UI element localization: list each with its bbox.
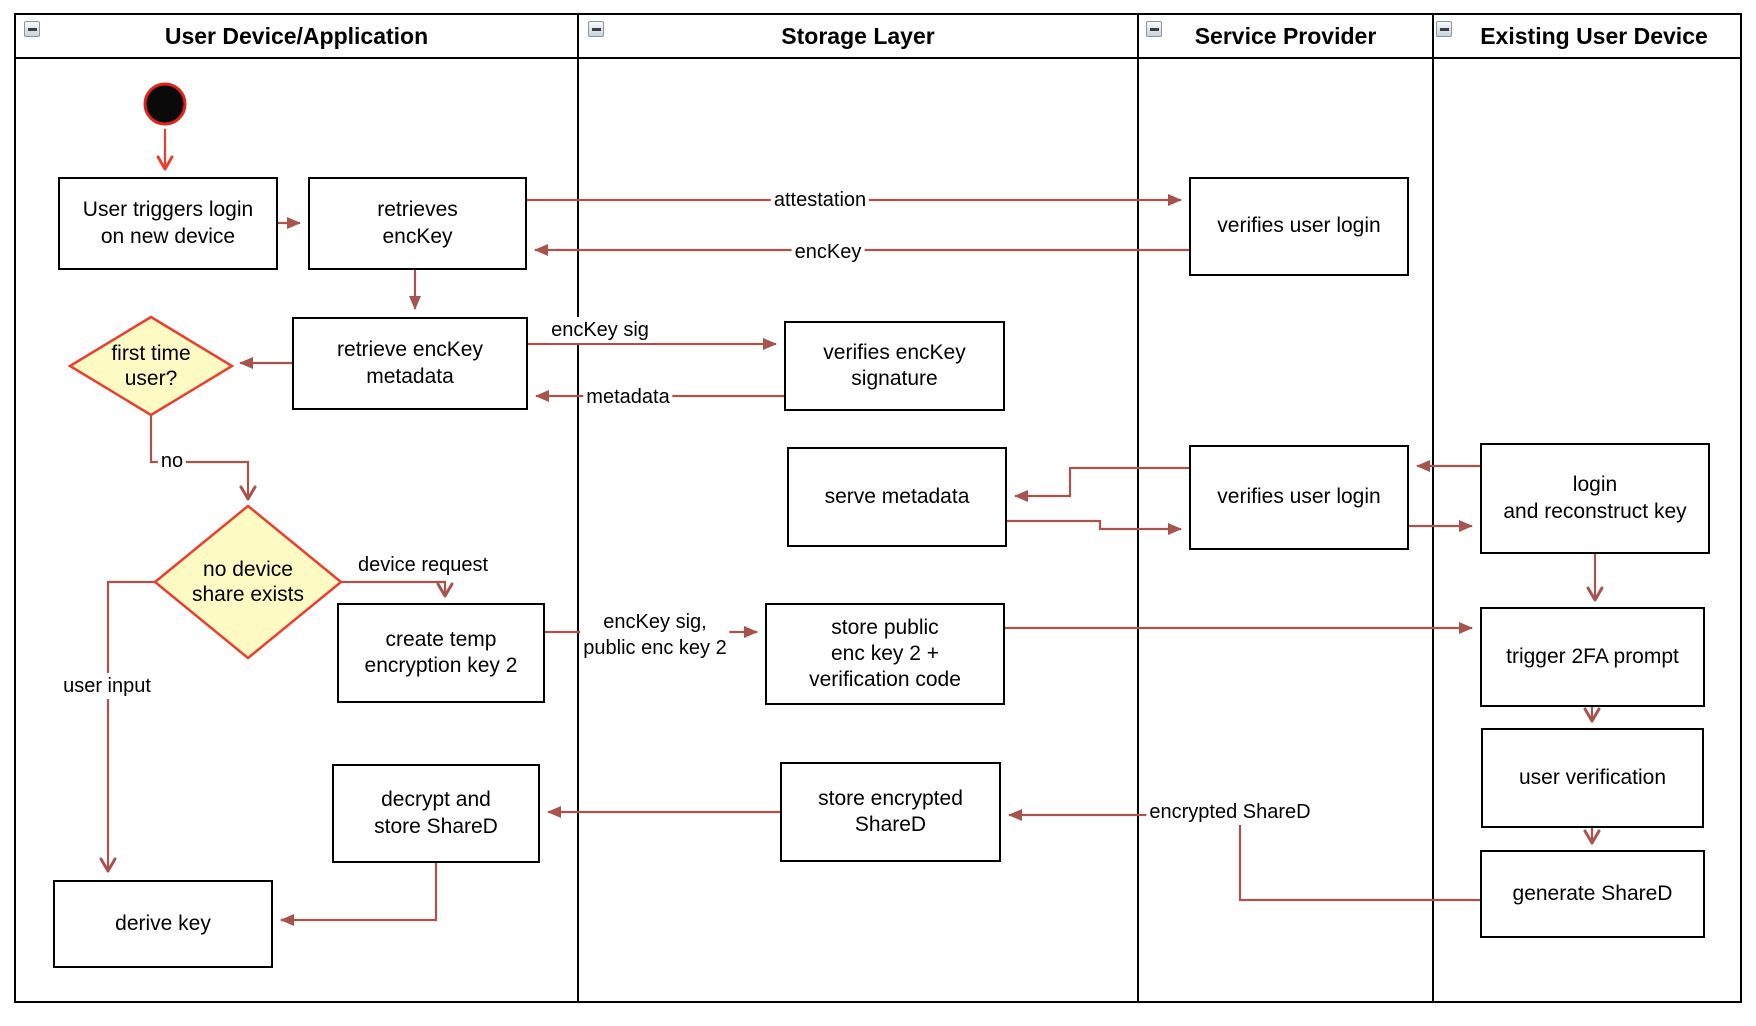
lane-header-service-provider[interactable]: Service Provider <box>1194 22 1377 49</box>
edge-label-attestation: attestation <box>770 187 870 213</box>
decision-no-device-share-label: no device share exists <box>191 557 305 606</box>
node-store-encrypted-shared[interactable]: store encrypted ShareD <box>780 762 1001 862</box>
node-derive-key[interactable]: derive key <box>53 880 273 968</box>
edge-device-request <box>341 580 454 598</box>
collapse-icon[interactable] <box>1436 21 1452 37</box>
node-generate-shared[interactable]: generate ShareD <box>1480 850 1705 938</box>
edge-user-input <box>99 580 155 873</box>
edge-label-enckey-sig-public-key2: encKey sig, public enc key 2 <box>580 609 730 661</box>
swimlane-frame <box>14 13 1742 1003</box>
edge-label-enckey: encKey <box>791 239 865 265</box>
node-retrieve-enckey-metadata[interactable]: retrieve encKey metadata <box>292 317 528 410</box>
node-decrypt-store-shared[interactable]: decrypt and store ShareD <box>332 764 540 863</box>
edge-encrypted-shared <box>1008 809 1480 902</box>
node-trigger-2fa-prompt[interactable]: trigger 2FA prompt <box>1480 607 1705 707</box>
node-create-temp-key2[interactable]: create temp encryption key 2 <box>337 603 545 703</box>
node-verifies-user-login-mid[interactable]: verifies user login <box>1189 445 1409 550</box>
node-login-and-reconstruct-key[interactable]: login and reconstruct key <box>1480 443 1710 554</box>
lane-header-storage-layer[interactable]: Storage Layer <box>781 22 935 49</box>
node-user-verification[interactable]: user verification <box>1481 728 1704 828</box>
lane-header-existing-device[interactable]: Existing User Device <box>1480 22 1708 49</box>
node-serve-metadata[interactable]: serve metadata <box>787 447 1007 547</box>
edge-verifies-to-serve <box>1014 466 1189 502</box>
node-verifies-user-login-top[interactable]: verifies user login <box>1189 177 1409 276</box>
edge-label-encrypted-shared: encrypted ShareD <box>1146 799 1314 825</box>
edge-label-device-request: device request <box>354 552 492 578</box>
collapse-icon[interactable] <box>1146 21 1162 37</box>
edge-serve-to-verifies <box>1007 519 1182 535</box>
node-store-public-enc-key2[interactable]: store public enc key 2 + verification co… <box>765 603 1005 705</box>
edge-no-path <box>149 415 257 501</box>
edge-decrypt-to-derive <box>280 863 438 926</box>
start-node[interactable] <box>143 82 187 126</box>
edge-label-metadata: metadata <box>583 384 673 410</box>
decision-no-device-share[interactable] <box>153 504 343 660</box>
node-user-triggers-login[interactable]: User triggers login on new device <box>58 177 278 270</box>
node-retrieves-enckey[interactable]: retrieves encKey <box>308 177 527 270</box>
node-verifies-enckey-signature[interactable]: verifies encKey signature <box>784 321 1005 411</box>
collapse-icon[interactable] <box>588 21 604 37</box>
decision-first-time-user-label: first time user? <box>111 341 191 390</box>
edge-label-no: no <box>157 448 187 474</box>
edge-label-enckey-sig: encKey sig <box>548 317 652 343</box>
decision-first-time-user[interactable] <box>67 315 235 417</box>
lane-header-user-device[interactable]: User Device/Application <box>164 22 429 49</box>
collapse-icon[interactable] <box>24 21 40 37</box>
edge-label-user-input: user input <box>60 673 154 699</box>
